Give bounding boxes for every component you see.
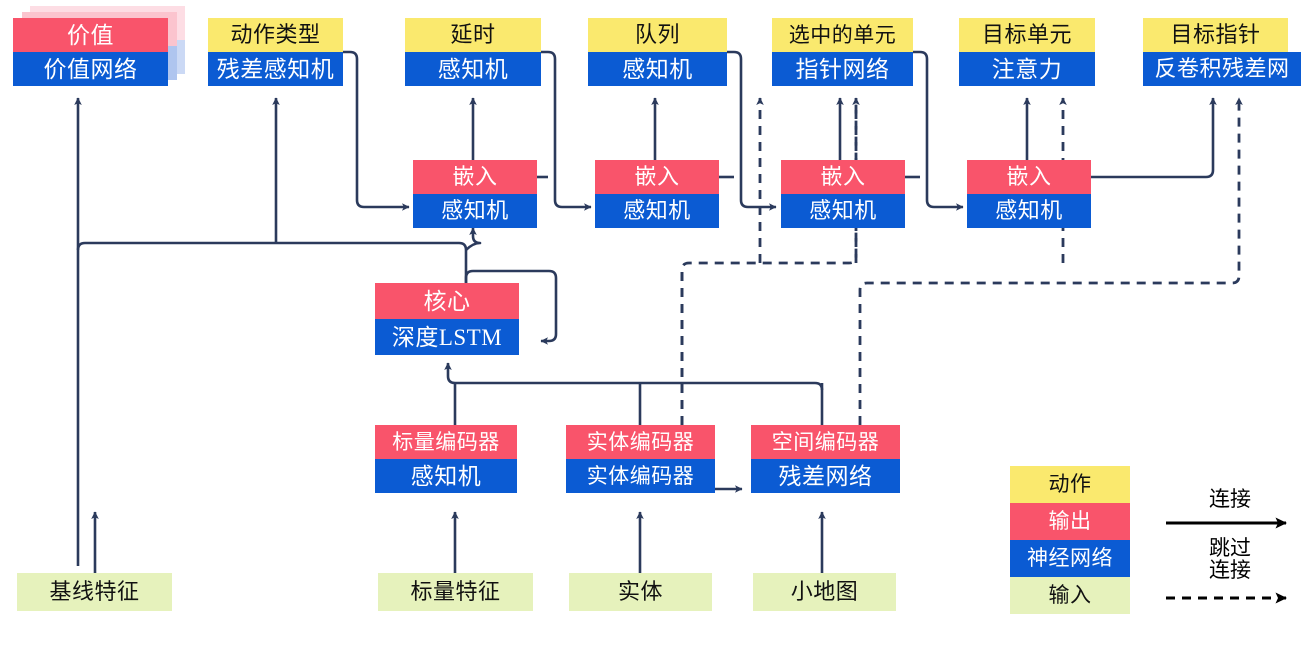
node-delay-action: 延时 [405, 18, 541, 52]
node-target-unit-action: 目标单元 [959, 18, 1095, 52]
node-queue-network: 感知机 [588, 52, 727, 86]
node-delay[interactable]: 延时 感知机 [405, 18, 541, 86]
node-value[interactable]: 价值 价值网络 [13, 18, 168, 86]
node-queue-action: 队列 [588, 18, 727, 52]
node-selected-units-action: 选中的单元 [772, 18, 913, 52]
legend-swatch-network: 神经网络 [1010, 540, 1130, 577]
node-selected-units-network: 指针网络 [772, 52, 913, 86]
node-embed-2-output: 嵌入 [595, 160, 719, 194]
node-input-scalar-features[interactable]: 标量特征 [378, 573, 533, 611]
node-input-entities-label: 实体 [569, 573, 712, 611]
node-scalar-encoder-network: 感知机 [375, 459, 517, 493]
node-action-type-network: 残差感知机 [208, 52, 343, 86]
node-delay-network: 感知机 [405, 52, 541, 86]
node-target-unit[interactable]: 目标单元 注意力 [959, 18, 1095, 86]
node-input-baseline-features[interactable]: 基线特征 [17, 573, 172, 611]
node-input-baseline-features-label: 基线特征 [17, 573, 172, 611]
node-spatial-encoder-network: 残差网络 [751, 459, 900, 493]
node-embed-2-network: 感知机 [595, 194, 719, 228]
node-embed-1-network: 感知机 [413, 194, 537, 228]
node-input-scalar-features-label: 标量特征 [378, 573, 533, 611]
node-action-type-action: 动作类型 [208, 18, 343, 52]
node-embed-4-output: 嵌入 [967, 160, 1091, 194]
node-input-entities[interactable]: 实体 [569, 573, 712, 611]
legend-swatch-input: 输入 [1010, 577, 1130, 614]
node-selected-units[interactable]: 选中的单元 指针网络 [772, 18, 913, 86]
node-embed-3-network: 感知机 [781, 194, 905, 228]
legend-skip-connection-label: 跳过 连接 [1209, 536, 1251, 583]
node-spatial-encoder[interactable]: 空间编码器 残差网络 [751, 425, 900, 493]
node-core-output: 核心 [375, 283, 519, 319]
node-input-minimap[interactable]: 小地图 [753, 573, 896, 611]
legend-swatches: 动作 输出 神经网络 输入 [1010, 466, 1130, 614]
node-scalar-encoder-output: 标量编码器 [375, 425, 517, 459]
node-value-network: 价值网络 [13, 52, 168, 86]
node-entity-encoder-network: 实体编码器 [566, 459, 715, 493]
node-queue[interactable]: 队列 感知机 [588, 18, 727, 86]
legend-arrow-samples [1166, 517, 1287, 604]
node-value-output: 价值 [13, 18, 168, 52]
node-entity-encoder-output: 实体编码器 [566, 425, 715, 459]
node-target-point[interactable]: 目标指针 反卷积残差网 [1143, 18, 1301, 86]
node-embed-2[interactable]: 嵌入 感知机 [595, 160, 719, 228]
node-input-minimap-label: 小地图 [753, 573, 896, 611]
node-target-unit-network: 注意力 [959, 52, 1095, 86]
node-target-point-network: 反卷积残差网 [1143, 52, 1301, 86]
legend-swatch-output: 输出 [1010, 503, 1130, 540]
node-core[interactable]: 核心 深度LSTM [375, 283, 519, 355]
node-embed-3-output: 嵌入 [781, 160, 905, 194]
node-embed-1[interactable]: 嵌入 感知机 [413, 160, 537, 228]
skip-connections [680, 97, 1243, 425]
node-embed-4-network: 感知机 [967, 194, 1091, 228]
node-action-type[interactable]: 动作类型 残差感知机 [208, 18, 343, 86]
node-embed-1-output: 嵌入 [413, 160, 537, 194]
node-core-network: 深度LSTM [375, 319, 519, 355]
node-spatial-encoder-output: 空间编码器 [751, 425, 900, 459]
legend-connection-label: 连接 [1209, 487, 1251, 511]
legend-swatch-action: 动作 [1010, 466, 1130, 503]
node-entity-encoder[interactable]: 实体编码器 实体编码器 [566, 425, 715, 493]
node-embed-3[interactable]: 嵌入 感知机 [781, 160, 905, 228]
node-embed-4[interactable]: 嵌入 感知机 [967, 160, 1091, 228]
node-target-point-action: 目标指针 [1143, 18, 1288, 52]
node-scalar-encoder[interactable]: 标量编码器 感知机 [375, 425, 517, 493]
